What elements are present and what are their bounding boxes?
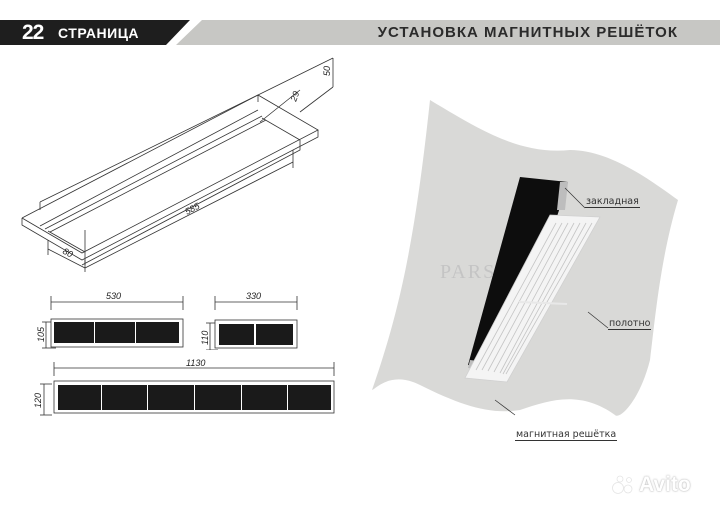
installation-illustration: PARS bbox=[372, 100, 678, 416]
avito-watermark: Avito bbox=[612, 473, 691, 497]
ceiling-opening bbox=[468, 177, 568, 370]
avito-wordmark: Avito bbox=[639, 473, 691, 496]
avito-logo-icon bbox=[612, 475, 633, 494]
magnetic-grille bbox=[464, 214, 601, 383]
grille-long-height: 120 bbox=[33, 393, 43, 408]
dim-width: 80 bbox=[61, 246, 75, 260]
grille-small-height: 105 bbox=[36, 326, 46, 342]
grille-long-width: 1130 bbox=[186, 358, 205, 368]
page-title: УСТАНОВКА МАГНИТНЫХ РЕШЁТОК bbox=[377, 24, 678, 41]
pars-watermark: PARS bbox=[440, 261, 496, 283]
header-black-band bbox=[0, 20, 190, 45]
grille-small-width: 530 bbox=[106, 291, 121, 301]
page-number: 22 bbox=[22, 21, 44, 44]
dim-height: 50 bbox=[322, 66, 332, 76]
header-gray-band bbox=[176, 20, 720, 45]
callout-grille: магнитная решётка bbox=[515, 429, 618, 441]
grille-long-drawing: 1130 120 bbox=[33, 358, 335, 416]
dim-flange: 29 bbox=[288, 90, 301, 104]
grille-mini-width: 330 bbox=[246, 291, 261, 301]
grille-mini-height: 110 bbox=[200, 331, 210, 345]
isometric-embed-drawing: 50 29 585 80 bbox=[21, 57, 334, 272]
grille-mini-drawing: 330 110 bbox=[200, 291, 298, 350]
callout-canvas: полотно bbox=[608, 318, 652, 330]
page-label: СТРАНИЦА bbox=[58, 25, 140, 41]
page-header: 22 СТРАНИЦА УСТАНОВКА МАГНИТНЫХ РЕШЁТОК bbox=[0, 20, 720, 45]
grille-small-drawing: 530 105 bbox=[36, 291, 184, 349]
callout-embed: закладная bbox=[585, 196, 640, 208]
